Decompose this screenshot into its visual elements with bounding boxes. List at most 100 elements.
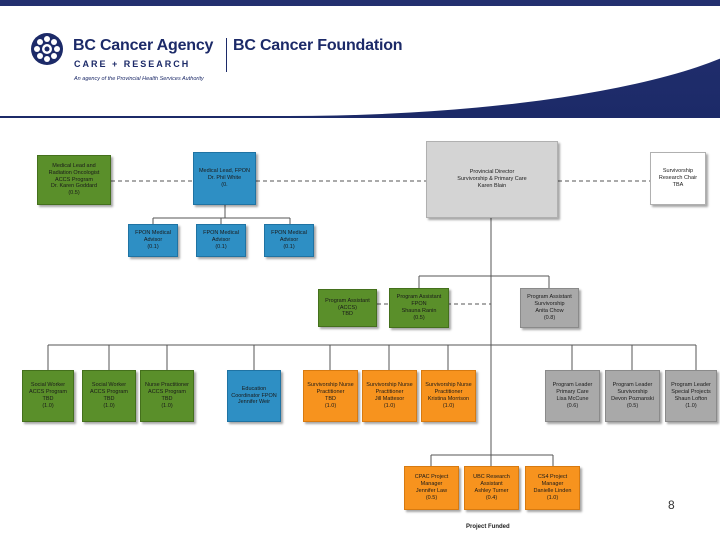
node-line: Jill Mattesor — [374, 396, 405, 402]
node-line: Survivorship & Primary Care — [457, 176, 527, 183]
node-line: (0.5) — [626, 402, 639, 409]
node-line: Special Projects — [671, 389, 711, 396]
node-line: Coordinator FPON — [231, 392, 277, 399]
node-line: Assistant — [480, 481, 503, 488]
node-line: Practitioner — [375, 389, 404, 396]
node-line: Danielle Linden — [533, 488, 572, 494]
node-provincial-director: Provincial Director Survivorship & Prima… — [426, 141, 558, 218]
bc-cancer-logo-icon — [31, 33, 63, 65]
authority-tagline: An agency of the Provincial Health Servi… — [74, 76, 204, 82]
care-research-tagline: CARE + RESEARCH — [74, 59, 191, 69]
node-line: ACCS Program — [55, 176, 93, 183]
node-line: Survivorship — [534, 301, 565, 308]
node-line: Advisor — [279, 237, 299, 244]
node-line: TBD — [325, 396, 336, 402]
node-line: (0.5) — [425, 494, 438, 501]
node-program-assistant-accs: Program Assistant (ACCS) TBD — [318, 289, 377, 327]
node-line: FPON — [411, 301, 427, 308]
node-line: Medical Lead and — [52, 162, 96, 169]
node-program-leader-survivorship: Program Leader Survivorship Devon Poznan… — [605, 370, 660, 422]
node-line: ACCS Program — [90, 389, 128, 396]
node-line: Radiation Oncologist — [48, 169, 100, 176]
node-line: FPON Medical — [271, 230, 307, 237]
node-line: (1.0) — [42, 402, 54, 409]
node-line: Education — [241, 385, 267, 392]
node-line: Program Leader — [612, 382, 653, 389]
agency-name: BC Cancer Agency — [73, 37, 214, 54]
node-survivorship-np-2: Survivorship Nurse Practitioner Jill Mat… — [362, 370, 417, 422]
node-line: CS4 Project — [537, 474, 568, 481]
node-line: Survivorship Nurse — [425, 382, 472, 389]
node-line: Social Worker — [91, 382, 127, 389]
node-line: Dr. Phil White — [207, 175, 242, 182]
node-line: Primary Care — [556, 389, 589, 396]
node-cpac-project-manager: CPAC Project Manager Jennifer Law (0.5) — [404, 466, 459, 510]
node-line: Survivorship Nurse — [366, 382, 413, 389]
node-line: (0.1) — [215, 243, 227, 250]
node-line: (0.5) — [413, 314, 425, 321]
node-line: (0.8) — [543, 314, 556, 321]
node-line: Provincial Director — [469, 169, 515, 176]
node-line: Ashley Turner — [474, 488, 509, 494]
node-line: CPAC Project — [414, 474, 449, 481]
node-line: UBC Research — [473, 474, 510, 481]
node-social-worker-1: Social Worker ACCS Program TBD (1.0) — [22, 370, 74, 422]
node-line: Program Assistant — [396, 294, 442, 301]
node-program-leader-special-projects: Program Leader Special Projects Shaun Lo… — [665, 370, 717, 422]
header-banner — [0, 0, 720, 118]
node-line: TBD — [342, 311, 353, 318]
node-education-coordinator: Education Coordinator FPON Jennifer Weir — [227, 370, 281, 422]
node-line: Manager — [420, 481, 443, 488]
node-line: (0.5) — [68, 190, 80, 197]
node-line: Survivorship — [617, 389, 648, 396]
node-line: Advisor — [143, 237, 163, 244]
node-line: Lisa McCune — [556, 396, 589, 402]
node-line: Jennifer Law — [415, 488, 448, 494]
node-program-leader-primary-care: Program Leader Primary Care Lisa McCune … — [545, 370, 600, 422]
node-program-assistant-fpon: Program Assistant FPON Shauna Ranin (0.5… — [389, 288, 449, 328]
page-number: 8 — [668, 498, 675, 512]
node-line: (0.6) — [566, 402, 579, 409]
node-line: TBA — [672, 181, 684, 188]
node-line: Program Leader — [552, 382, 593, 389]
node-line: Practitioner — [434, 389, 463, 396]
node-line: Program Assistant — [325, 297, 370, 304]
node-line: (1.0) — [546, 494, 559, 501]
node-line: Research Chair — [658, 175, 698, 182]
node-line: (0.1) — [283, 243, 295, 250]
node-line: (0.1) — [147, 243, 159, 250]
node-line: Social Worker — [30, 382, 66, 389]
node-line: Dr. Karen Goddard — [50, 183, 98, 190]
node-line: Medical Lead, FPON — [198, 168, 251, 175]
node-medical-lead-fpon: Medical Lead, FPON Dr. Phil White (0. — [193, 152, 256, 205]
node-line: Nurse Practitioner — [144, 382, 190, 389]
node-line: Practitioner — [316, 389, 345, 396]
node-line: Program Leader — [671, 382, 711, 389]
node-line: TBD — [103, 396, 115, 402]
node-line: Manager — [541, 481, 564, 488]
node-line: TBD — [42, 396, 54, 402]
node-line: (1.0) — [103, 402, 115, 409]
node-fpon-advisor-3: FPON Medical Advisor (0.1) — [264, 224, 314, 257]
node-line: (0.4) — [485, 494, 498, 501]
node-line: (1.0) — [383, 402, 396, 409]
node-fpon-advisor-1: FPON Medical Advisor (0.1) — [128, 224, 178, 257]
node-line: FPON Medical — [135, 230, 171, 237]
node-survivorship-np-1: Survivorship Nurse Practitioner TBD (1.0… — [303, 370, 358, 422]
node-cs4-project-manager: CS4 Project Manager Danielle Linden (1.0… — [525, 466, 580, 510]
node-program-assistant-survivorship: Program Assistant Survivorship Anita Cho… — [520, 288, 579, 328]
node-social-worker-2: Social Worker ACCS Program TBD (1.0) — [82, 370, 136, 422]
node-line: (1.0) — [685, 402, 697, 409]
node-fpon-advisor-2: FPON Medical Advisor (0.1) — [196, 224, 246, 257]
node-line: Survivorship — [662, 168, 694, 175]
node-line: (1.0) — [324, 402, 337, 409]
node-nurse-practitioner-accs: Nurse Practitioner ACCS Program TBD (1.0… — [140, 370, 194, 422]
node-line: Survivorship Nurse — [307, 382, 354, 389]
node-line: Shaun Lofton — [674, 396, 708, 402]
node-line: Kristina Morrison — [427, 396, 470, 402]
node-line: (1.0) — [442, 402, 455, 409]
foundation-name: BC Cancer Foundation — [233, 37, 403, 54]
node-medical-lead-radiation: Medical Lead and Radiation Oncologist AC… — [37, 155, 111, 205]
node-line: Shauna Ranin — [401, 308, 437, 314]
node-line: Devon Poznanski — [611, 396, 654, 402]
